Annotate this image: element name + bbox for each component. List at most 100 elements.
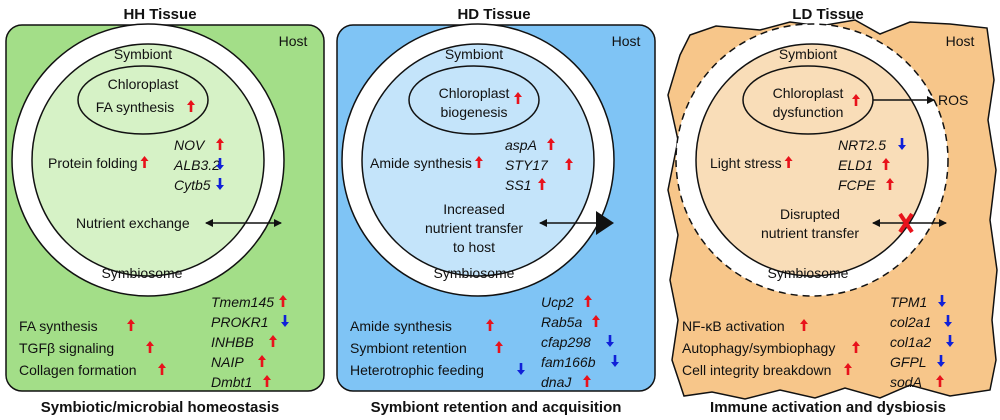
gene-name: aspA [505,137,537,153]
gene-item: FCPE [838,177,894,193]
chloroplast [77,65,209,135]
gene-item: Tmem145 [211,294,287,310]
chloroplast-process: FA synthesis [96,99,175,115]
up-arrow-icon [584,295,592,307]
gene-item: sodA [890,374,944,390]
up-arrow-icon [844,363,852,375]
gene-item: ELD1 [838,157,890,173]
host-label: Host [612,33,641,49]
transfer-label: nutrient transfer [425,220,523,236]
up-arrow-icon [583,375,591,387]
gene-name: GFPL [890,354,927,370]
up-arrow-icon [216,138,224,150]
panel-title: HH Tissue [123,6,196,23]
gene-name: TPM1 [890,294,927,310]
up-arrow-icon [127,319,135,331]
gene-name: Ucp2 [541,294,574,310]
process-label: TGFβ signaling [19,340,114,356]
gene-name: cfap298 [541,334,591,350]
gene-name: NAIP [211,354,244,370]
gene-item: TPM1 [890,294,946,310]
up-arrow-icon [146,341,154,353]
panel-title: HD Tissue [457,6,530,23]
symbiont-label: Symbiont [114,46,172,62]
gene-name: dnaJ [541,374,572,390]
gene-item: NRT2.5 [838,137,906,153]
symbiont-label: Symbiont [445,46,503,62]
up-arrow-icon [592,315,600,327]
gene-name: Rab5a [541,314,582,330]
up-arrow-icon [158,363,166,375]
symbiont-process: Amide synthesis [370,155,472,171]
gene-item: col1a2 [890,334,954,350]
host-process-list: NF-κB activationAutophagy/symbiophagyCel… [682,318,860,378]
up-arrow-icon [140,156,149,168]
host-process-item: Symbiont retention [350,340,503,356]
panel-title: LD Tissue [792,6,863,23]
gene-name: sodA [890,374,922,390]
gene-item: dnaJ [541,374,591,390]
process-label: FA synthesis [19,318,98,334]
up-arrow-icon [886,178,894,190]
host-label: Host [279,33,308,49]
transfer-label: nutrient transfer [761,225,859,241]
increased-transfer-arrow [539,211,614,235]
gene-name: PROKR1 [211,314,269,330]
down-arrow-icon [898,138,906,150]
transfer-label: Nutrient exchange [76,215,190,231]
up-arrow-icon [495,341,503,353]
down-arrow-icon [946,335,954,347]
up-arrow-icon [547,138,555,150]
gene-item: aspA [505,137,555,153]
process-label: NF-κB activation [682,318,785,334]
gene-item: NAIP [211,354,266,370]
up-arrow-icon [800,319,808,331]
symbiosome-label: Symbiosome [768,265,849,281]
chloroplast-label: Chloroplast [108,76,179,92]
gene-item: PROKR1 [211,314,289,330]
up-arrow-icon [565,158,573,170]
panel-caption: Symbiotic/microbial homeostasis [41,399,279,416]
host-process-item: Cell integrity breakdown [682,362,852,378]
down-arrow-icon [216,178,224,190]
gene-item: STY17 [505,157,573,173]
gene-name: col1a2 [890,334,931,350]
gene-name: Cytb5 [174,177,211,193]
up-arrow-icon [784,156,793,168]
gene-item: GFPL [890,354,945,370]
panel-hh: HH Tissue Host Symbiont Chloroplast FA s… [5,6,325,416]
gene-item: Ucp2 [541,294,592,310]
down-arrow-icon [281,315,289,327]
gene-item: Rab5a [541,314,600,330]
panel-ld: LD Tissue Host Symbiont Chloroplast dysf… [667,6,998,416]
host-process-item: Amide synthesis [350,318,494,334]
gene-name: INHBB [211,334,254,350]
up-arrow-icon [882,158,890,170]
up-arrow-icon [852,94,860,106]
panel-hd: HD Tissue Host Symbiont Chloroplast biog… [336,6,656,416]
down-arrow-icon [938,295,946,307]
chloroplast-process: biogenesis [441,104,508,120]
up-arrow-icon [474,156,483,168]
process-label: Collagen formation [19,362,137,378]
gene-name: STY17 [505,157,549,173]
chloroplast [408,65,540,135]
chloroplast-label: Chloroplast [439,85,510,101]
up-arrow-icon [538,178,546,190]
gene-item: cfap298 [541,334,614,350]
panel-caption: Symbiont retention and acquisition [371,399,622,416]
gene-name: ALB3.2 [173,157,220,173]
disrupted-x-icon [898,212,914,234]
host-process-item: FA synthesis [19,318,135,334]
gene-name: ELD1 [838,157,873,173]
gene-name: FCPE [838,177,876,193]
process-label: Heterotrophic feeding [350,362,484,378]
transfer-label: Disrupted [780,206,840,222]
gene-name: Dmbt1 [211,374,252,390]
